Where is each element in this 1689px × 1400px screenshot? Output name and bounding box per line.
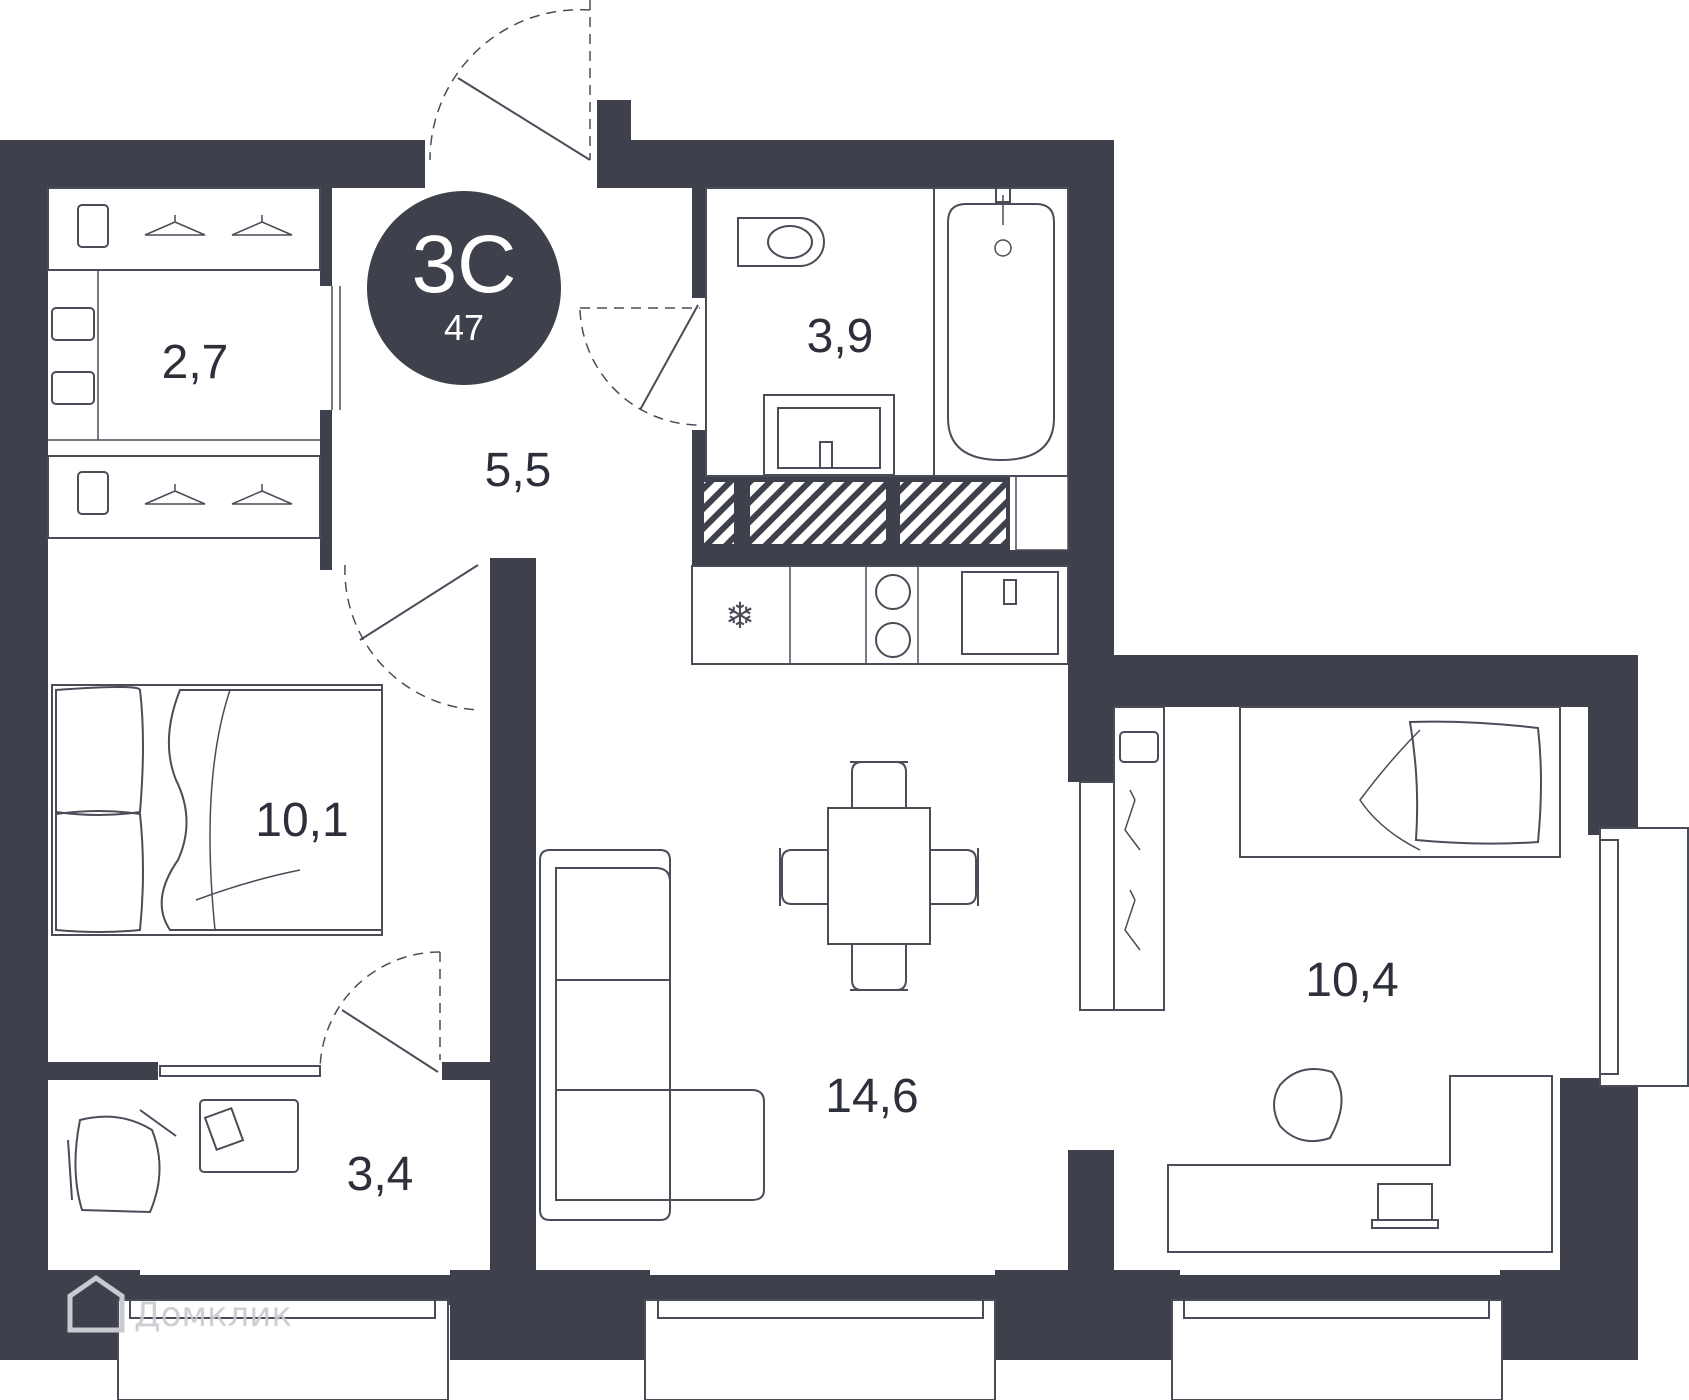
watermark: Домклик [67, 1274, 292, 1335]
room-area-bathroom: 3,9 [807, 310, 874, 363]
room-area-living-kitchen: 14,6 [825, 1070, 918, 1123]
windows [117, 827, 1689, 1400]
sofa [539, 849, 765, 1221]
watermark-text: Домклик [134, 1295, 292, 1335]
storage-furniture [47, 187, 321, 539]
svg-text:❄: ❄ [725, 596, 755, 637]
ventilation-shaft [700, 475, 1069, 551]
house-logo-icon [67, 1274, 125, 1333]
badge-code: 3С [412, 219, 517, 310]
bedroom-2-furniture [1079, 706, 1561, 1253]
doors [159, 0, 701, 1077]
badge-size: 47 [444, 307, 484, 348]
room-area-storage: 2,7 [162, 336, 229, 389]
study-furniture [67, 1099, 299, 1214]
area-labels: 2,7 5,5 3,9 10,1 14,6 10,4 3,4 [162, 310, 1399, 1201]
bathroom-furniture [705, 187, 1069, 477]
double-bed [51, 684, 383, 936]
room-area-study: 3,4 [347, 1148, 414, 1201]
kitchen-counter: ❄ [691, 565, 1069, 665]
room-area-hall: 5,5 [485, 444, 552, 497]
badge-circle [367, 191, 561, 385]
apartment-badge: 3С 47 [367, 191, 561, 385]
dining-table [779, 761, 979, 991]
room-area-bedroom: 10,1 [255, 794, 348, 847]
room-area-bedroom-2: 10,4 [1305, 954, 1398, 1007]
